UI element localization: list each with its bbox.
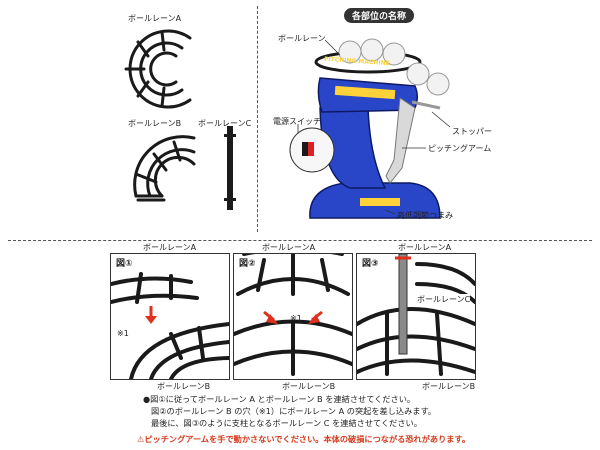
warning-text: ⚠ピッチングアームを手で動かさないでください。本体の破損につながる恐れがあります…: [137, 434, 471, 444]
figure-2-label: 図②: [237, 256, 258, 269]
instruction-line: 最後に、図③のように支柱となるボールレーン C を連結させてください。: [151, 418, 422, 428]
figure-2-illustration: [234, 254, 352, 376]
callout-lines: [289, 39, 451, 215]
figure-2-panel: 図②: [233, 253, 353, 380]
lane-a-part-illustration: [124, 29, 192, 109]
instructions-block: ●図①に従ってボールレーン A とボールレーン B を連結させてください。 図②…: [143, 393, 436, 429]
lane-b-part-illustration: [133, 135, 196, 202]
names-section-title: 各部位の名称: [344, 8, 415, 23]
fig1-top-label: ボールレーンA: [143, 243, 197, 252]
figure-3-illustration: [357, 254, 475, 376]
fig1-bottom-label: ボールレーンB: [157, 382, 211, 391]
pitching-machine-illustration: [302, 38, 450, 219]
figure-3-panel: 図③: [356, 253, 476, 380]
figure-1-panel: 図①: [110, 253, 230, 380]
figure-1-label: 図①: [114, 256, 135, 269]
fig3-top-label: ボールレーンA: [398, 243, 452, 252]
lane-c-part-illustration: [224, 126, 236, 210]
fig2-bottom-label: ボールレーンB: [282, 382, 336, 391]
lane-b-label: ボールレーンB: [128, 119, 182, 128]
stopper-label: ストッパー: [452, 127, 492, 136]
figure-1-illustration: [111, 272, 229, 379]
section-divider-horizontal: [8, 240, 592, 241]
lane-c-label: ボールレーンC: [198, 119, 252, 128]
fig3-bottom-label: ボールレーンB: [422, 382, 476, 391]
section-divider-vertical: [257, 6, 258, 232]
power-switch-label: 電源スイッチ: [273, 117, 321, 126]
instruction-line: 図②のボールレーン B の穴（※1）にボールレーン A の突起を差し込みます。: [151, 406, 437, 416]
height-knob-label: 高低調節つまみ: [397, 211, 453, 220]
figure-3-label: 図③: [360, 256, 381, 269]
fig2-mark-label: ※1: [290, 314, 302, 323]
fig2-top-label: ボールレーンA: [262, 243, 316, 252]
instruction-line: ●図①に従ってボールレーン A とボールレーン B を連結させてください。: [143, 394, 416, 404]
fig1-mark-label: ※1: [117, 329, 129, 338]
lane-a-label: ボールレーンA: [128, 14, 182, 23]
ball-lane-label: ボールレーン: [278, 34, 326, 43]
fig3-side-label: ボールレーンC: [417, 294, 471, 305]
pitching-arm-label: ピッチングアーム: [428, 144, 492, 153]
